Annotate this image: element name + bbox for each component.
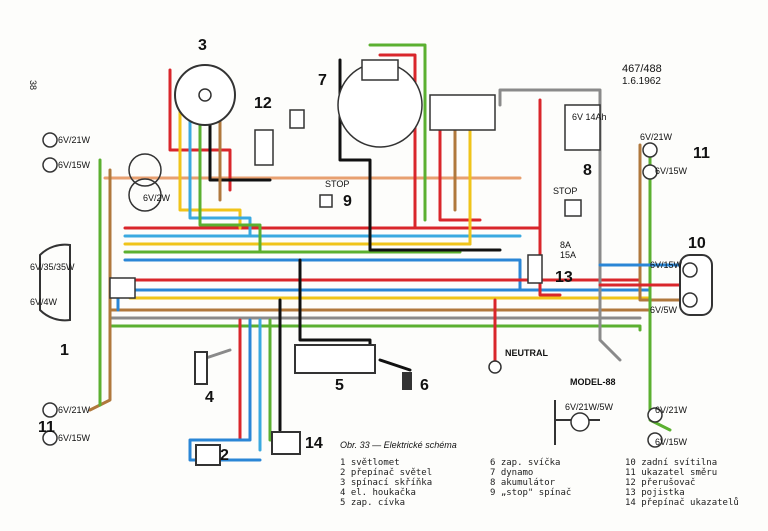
legend-item-4: 4 el. houkačka bbox=[340, 487, 416, 498]
label-headlamp-main: 6V/35/35W bbox=[30, 262, 75, 272]
stop-switch-right bbox=[564, 199, 582, 217]
component-number-12: 12 bbox=[254, 95, 272, 112]
label-rear-right-bottom: 6V/15W bbox=[655, 437, 688, 447]
label-front-right-bottom: 6V/15W bbox=[655, 166, 688, 176]
legend-item-12: 12 přerušovač bbox=[625, 477, 695, 488]
legend-item-11: 11 ukazatel směru bbox=[625, 468, 717, 478]
date: 1.6.1962 bbox=[622, 76, 661, 87]
horn bbox=[194, 351, 208, 385]
label-front-left-top: 6V/21W bbox=[58, 135, 91, 145]
label-model-bulb: 6V/21W/5W bbox=[565, 402, 614, 412]
label-model-88: MODEL-88 bbox=[570, 377, 616, 387]
component-number-3: 3 bbox=[198, 37, 207, 54]
figure-caption: Obr. 33 — Elektrické schéma bbox=[340, 440, 457, 450]
label-rear-right-top: 6V/21W bbox=[655, 405, 688, 415]
stop-switch-left bbox=[289, 109, 333, 208]
neutral-lamp bbox=[488, 360, 502, 374]
tail-lamp bbox=[679, 254, 713, 316]
bulb-rear-left bbox=[42, 402, 58, 446]
component-number-10: 10 bbox=[688, 235, 706, 252]
bulb-front-left bbox=[42, 132, 58, 173]
legend-item-2: 2 přepínač světel bbox=[340, 467, 432, 478]
legend-item-14: 14 přepínač ukazatelů bbox=[625, 497, 739, 508]
fuse bbox=[527, 254, 543, 284]
legend-item-1: 1 světlomet bbox=[340, 458, 400, 468]
component-number-6: 6 bbox=[420, 377, 429, 394]
battery bbox=[564, 104, 601, 151]
label-rear-left-top: 6V/21W bbox=[58, 405, 91, 415]
component-number-4: 4 bbox=[205, 389, 214, 406]
component-number-11-left: 11 bbox=[38, 419, 55, 436]
legend-item-5: 5 zap. cívka bbox=[340, 498, 405, 508]
label-rear-left-bottom: 6V/15W bbox=[58, 433, 91, 443]
label-fuse-top: 8A bbox=[560, 240, 571, 250]
ignition-switch bbox=[174, 64, 236, 126]
bulb-front-right bbox=[642, 142, 658, 180]
model-code: 467/488 bbox=[622, 63, 662, 75]
component-number-7: 7 bbox=[318, 72, 327, 89]
dynamo bbox=[337, 59, 423, 148]
legend-item-8: 8 akumulátor bbox=[490, 478, 556, 488]
light-switch bbox=[195, 444, 221, 466]
ignition-coil bbox=[294, 344, 376, 374]
model-88-lamp bbox=[554, 400, 600, 445]
bulb-rear-right bbox=[647, 407, 663, 448]
label-front-left-bottom: 6V/15W bbox=[58, 160, 91, 170]
label-stop-right: STOP bbox=[553, 186, 577, 196]
component-number-8: 8 bbox=[583, 162, 592, 179]
legend-item-10: 10 zadní svítilna bbox=[625, 458, 717, 468]
headlamp bbox=[39, 243, 136, 322]
label-stop-left: STOP bbox=[325, 179, 349, 189]
breaker bbox=[254, 129, 274, 166]
page-number: 38 bbox=[28, 80, 38, 90]
legend-item-9: 9 „stop" spínač bbox=[490, 487, 571, 498]
label-front-right-top: 6V/21W bbox=[640, 132, 673, 142]
label-battery: 6V 14Ah bbox=[572, 112, 607, 122]
legend-item-7: 7 dynamo bbox=[490, 468, 533, 478]
legend-item-13: 13 pojistka bbox=[625, 488, 685, 498]
legend: 1 světlomet 2 přepínač světel 3 spínací … bbox=[340, 457, 739, 508]
label-neutral: NEUTRAL bbox=[505, 348, 548, 358]
label-tail-bottom: 6V/5W bbox=[650, 305, 678, 315]
component-number-2: 2 bbox=[220, 447, 229, 464]
component-number-11-right: 11 bbox=[693, 145, 710, 162]
component-number-1: 1 bbox=[60, 342, 69, 359]
component-number-9: 9 bbox=[343, 193, 352, 210]
label-speedo-lamp: 6V/2W bbox=[143, 193, 171, 203]
component-number-13: 13 bbox=[555, 269, 573, 286]
spark-plug bbox=[402, 372, 412, 390]
speedometer-lamp bbox=[128, 153, 162, 212]
component-number-14: 14 bbox=[305, 435, 323, 452]
legend-item-3: 3 spínací skříňka bbox=[340, 478, 432, 488]
regulator bbox=[429, 94, 496, 131]
component-number-5: 5 bbox=[335, 377, 344, 394]
label-tail-top: 6V/15W bbox=[650, 260, 683, 270]
legend-item-6: 6 zap. svíčka bbox=[490, 457, 560, 468]
label-headlamp-park: 6V/4W bbox=[30, 297, 58, 307]
indicator-switch bbox=[271, 431, 301, 455]
label-fuse-bottom: 15A bbox=[560, 250, 576, 260]
